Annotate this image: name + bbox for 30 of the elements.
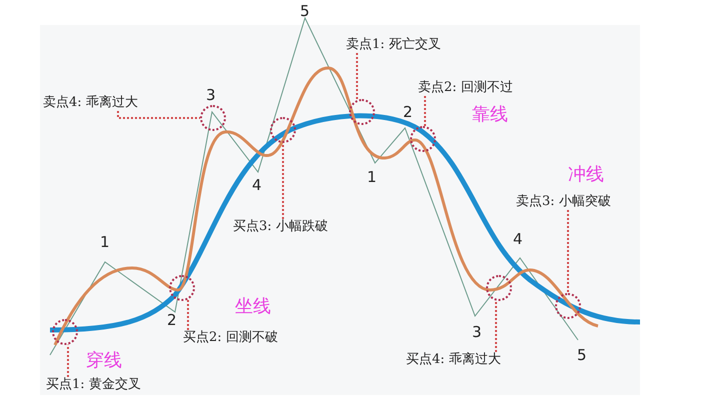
callout-text: 卖点3: 小幅突破 (516, 194, 611, 210)
wave-number: 4 (252, 176, 262, 194)
leader-line (495, 300, 497, 352)
callout-text: 卖点1: 死亡交叉 (346, 37, 441, 53)
callout-text: 卖点2: 回测不过 (418, 80, 513, 96)
wave-number: 2 (403, 103, 413, 121)
wave-number: 1 (367, 168, 377, 186)
wave-number: 3 (206, 86, 216, 104)
leader-line (356, 53, 358, 100)
line-type-label: 冲线 (568, 164, 604, 186)
callout-text: 买点1: 黄金交叉 (46, 377, 141, 393)
wave-number: 5 (577, 346, 587, 364)
callout-text: 买点4: 乖离过大 (406, 352, 501, 368)
callout-text: 买点2: 回测不破 (183, 330, 278, 346)
line-type-label: 坐线 (235, 296, 271, 318)
wave-number: 1 (100, 233, 110, 251)
wave-number: 2 (167, 311, 177, 329)
leader-line (67, 344, 69, 377)
line-type-label: 穿线 (86, 350, 122, 372)
leader-line (282, 143, 284, 219)
wave-number: 4 (513, 230, 523, 248)
callout-text: 买点3: 小幅跌破 (233, 219, 328, 235)
leader-line (117, 111, 200, 119)
wave-number: 5 (300, 2, 310, 20)
callout-text: 卖点4: 乖离过大 (43, 95, 138, 111)
wave-number: 3 (472, 323, 482, 341)
leader-line (424, 96, 426, 126)
leader-line (567, 210, 569, 293)
leader-line (187, 300, 189, 330)
line-type-label: 靠线 (472, 104, 508, 126)
